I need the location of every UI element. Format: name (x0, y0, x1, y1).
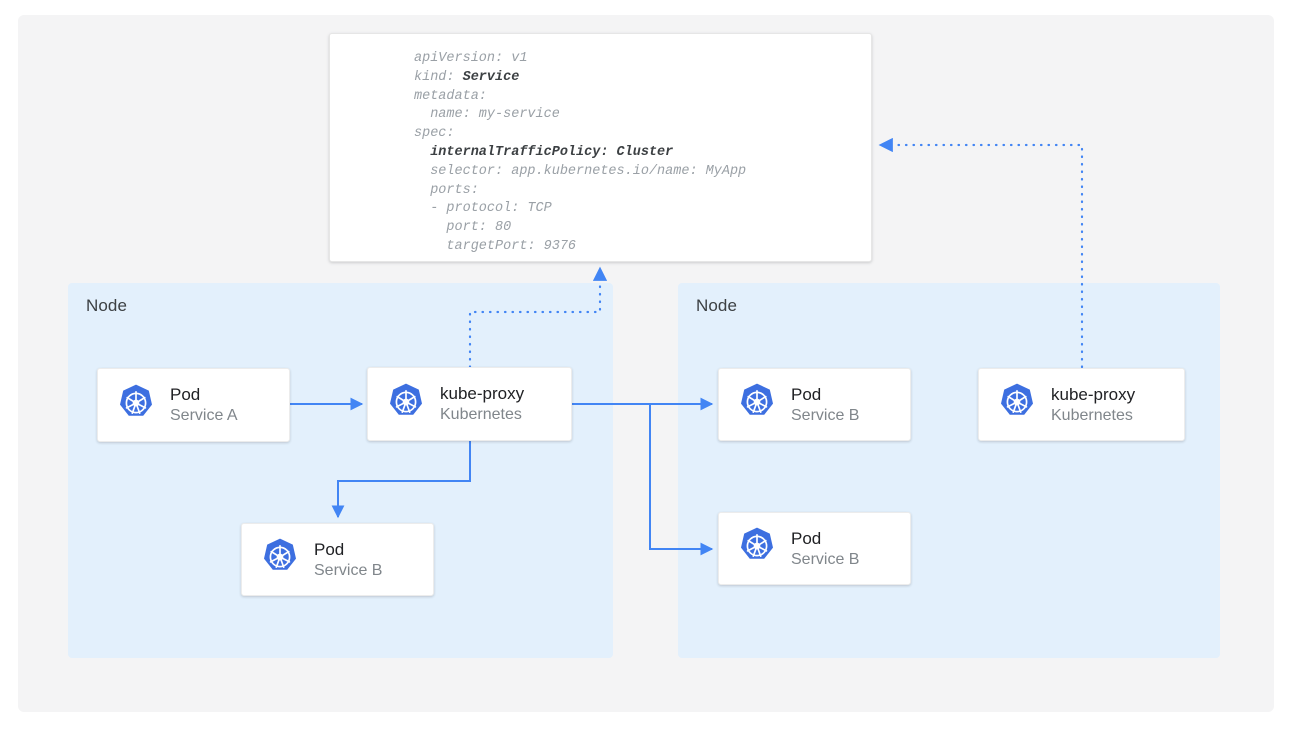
card-text-pod-service-b-remote-bottom: Pod Service B (791, 528, 859, 570)
yaml-line-metadata: metadata: (414, 88, 487, 104)
card-subtitle: Service B (791, 406, 860, 424)
service-manifest-yaml: apiVersion: v1 kind: Service metadata: n… (414, 50, 746, 257)
card-title: kube-proxy (440, 384, 525, 403)
card-text-kube-proxy-left: kube-proxy Kubernetes (440, 383, 524, 425)
card-title: Pod (791, 528, 822, 548)
kubernetes-icon (116, 383, 156, 428)
node-container-right (678, 283, 1220, 658)
kubernetes-icon (737, 382, 777, 427)
kubernetes-icon (737, 526, 777, 571)
card-title: Pod (791, 384, 822, 404)
card-subtitle: Kubernetes (440, 406, 522, 423)
kubernetes-icon (386, 382, 426, 427)
card-text-pod-service-b-local: Pod Service B (314, 539, 382, 581)
card-title: kube-proxy (1051, 384, 1136, 404)
yaml-line-name: name: my-service (414, 107, 560, 123)
card-text-pod-service-a: Pod Service A (170, 384, 238, 426)
service-manifest-card: apiVersion: v1 kind: Service metadata: n… (329, 33, 872, 262)
yaml-line-ports: ports: (414, 182, 479, 198)
card-pod-service-b-remote-top[interactable]: Pod Service B (718, 368, 911, 441)
kubernetes-icon (997, 382, 1037, 427)
card-kube-proxy-left[interactable]: kube-proxy Kubernetes (367, 367, 572, 441)
node-container-left (68, 283, 613, 658)
yaml-line-protocol: - protocol: TCP (414, 201, 552, 217)
card-title: Pod (170, 385, 201, 404)
card-subtitle: Service B (791, 550, 860, 568)
node-label-right: Node (696, 296, 738, 315)
yaml-line-selector: selector: app.kubernetes.io/name: MyApp (414, 163, 747, 179)
card-text-kube-proxy-right: kube-proxy Kubernetes (1051, 384, 1135, 426)
yaml-line-spec: spec: (414, 126, 455, 142)
node-label-left: Node (86, 296, 128, 315)
card-text-pod-service-b-remote-top: Pod Service B (791, 384, 859, 426)
yaml-line-targetport: targetPort: 9376 (414, 238, 577, 254)
yaml-line-port: port: 80 (414, 220, 512, 236)
card-kube-proxy-right[interactable]: kube-proxy Kubernetes (978, 368, 1185, 441)
card-subtitle: Service B (314, 561, 383, 579)
yaml-line-kind-key: kind: (414, 69, 463, 85)
yaml-line-apiversion: apiVersion: v1 (414, 51, 528, 66)
card-subtitle: Service A (170, 407, 238, 424)
card-pod-service-a[interactable]: Pod Service A (97, 368, 290, 442)
yaml-line-kind-value: Service (462, 69, 520, 85)
yaml-line-internal-traffic-policy: internalTrafficPolicy: Cluster (414, 144, 674, 160)
card-pod-service-b-remote-bottom[interactable]: Pod Service B (718, 512, 911, 585)
card-subtitle: Kubernetes (1051, 406, 1133, 424)
card-title: Pod (314, 539, 345, 559)
kubernetes-icon (260, 537, 300, 582)
card-pod-service-b-local[interactable]: Pod Service B (241, 523, 434, 596)
